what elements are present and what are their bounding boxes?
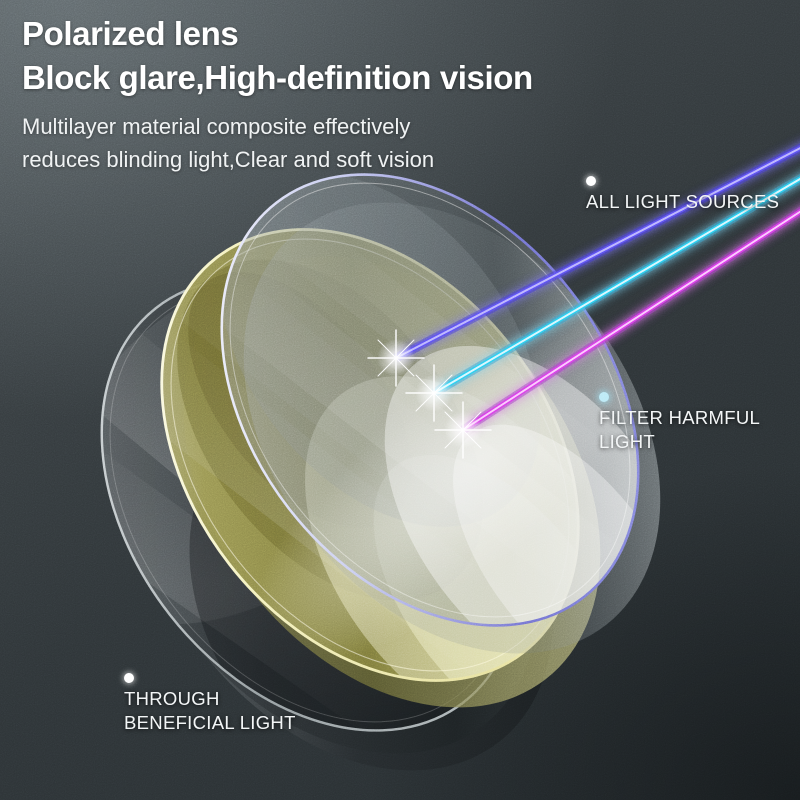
subheadline-line-1: Multilayer material composite effectivel… — [22, 114, 411, 139]
callout-through-beneficial-light-label-2: BENEFICIAL LIGHT — [124, 711, 296, 733]
callout-filter-harmful-light: FILTER HARMFUL LIGHT — [599, 392, 760, 453]
callout-filter-harmful-light-label-2: LIGHT — [599, 430, 655, 452]
callout-dot-icon — [599, 392, 609, 402]
callout-through-beneficial-light-label-1: THROUGH — [124, 688, 220, 709]
headline-block: Polarized lens Block glare,High-definiti… — [22, 12, 533, 99]
subheadline-line-2: reduces blinding light,Clear and soft vi… — [22, 147, 435, 173]
callout-dot-icon — [586, 176, 596, 186]
headline-line-2: Block glare,High-definition vision — [22, 58, 533, 96]
callout-filter-harmful-light-label-1: FILTER HARMFUL — [599, 407, 761, 428]
subheadline-block: Multilayer material composite effectivel… — [22, 110, 434, 177]
callout-all-light-sources: ALL LIGHT SOURCES — [586, 176, 779, 214]
callout-through-beneficial-light: THROUGH BENEFICIAL LIGHT — [124, 673, 296, 734]
callout-all-light-sources-label: ALL LIGHT SOURCES — [586, 191, 780, 212]
callout-dot-icon — [124, 673, 134, 683]
headline-line-1: Polarized lens — [22, 15, 239, 52]
